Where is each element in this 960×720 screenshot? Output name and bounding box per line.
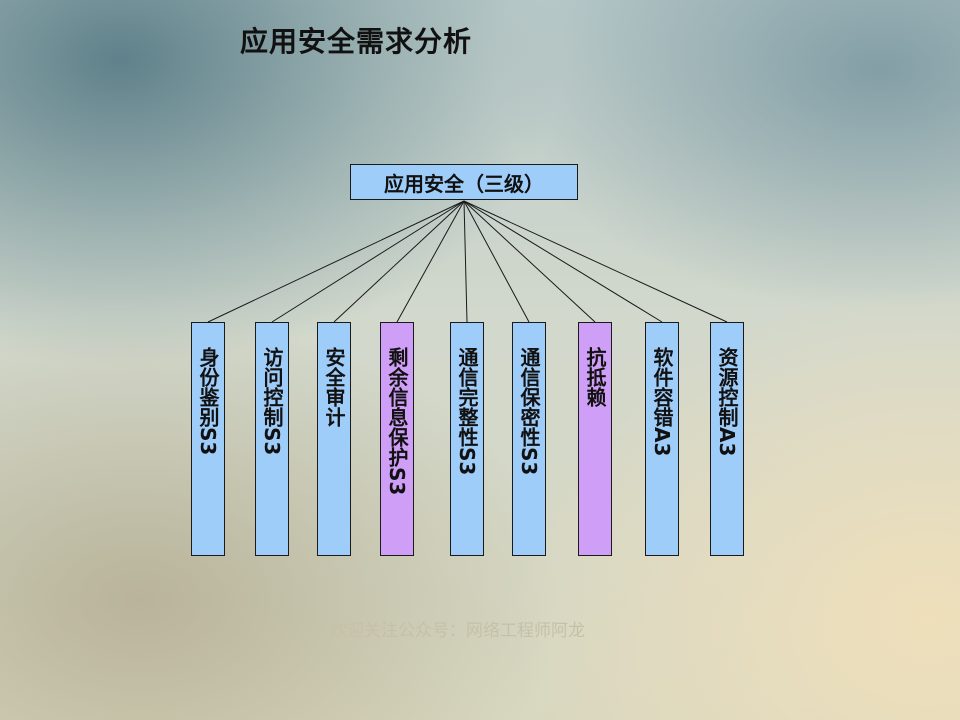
child-node-label: 资源控制A3 <box>715 347 739 457</box>
root-node-label: 应用安全（三级） <box>384 171 544 196</box>
child-node-residual-info-protection: 剩余信息保护S3 <box>380 322 414 556</box>
child-node-access-control: 访问控制S3 <box>255 322 289 556</box>
watermark-text: 欢迎关注公众号：网络工程师阿龙 <box>330 621 585 641</box>
child-node-security-audit: 安全审计 <box>317 322 351 556</box>
child-node-resource-control: 资源控制A3 <box>710 322 744 556</box>
child-node-communication-integrity: 通信完整性S3 <box>450 322 484 556</box>
connector-line <box>463 200 530 323</box>
connector-line <box>463 200 663 323</box>
child-node-label: 通信保密性S3 <box>517 347 541 476</box>
connector-line <box>463 200 596 323</box>
connector-line <box>333 200 465 323</box>
child-node-identity-authentication: 身份鉴别S3 <box>191 322 225 556</box>
root-node: 应用安全（三级） <box>350 164 578 200</box>
child-node-label: 访问控制S3 <box>260 347 284 456</box>
child-node-label: 身份鉴别S3 <box>196 347 220 456</box>
child-node-fault-tolerance: 软件容错A3 <box>645 322 679 556</box>
connector-line <box>207 200 465 323</box>
child-node-non-repudiation: 抗抵赖 <box>578 322 612 556</box>
connector-line <box>463 200 728 323</box>
child-node-label: 软件容错A3 <box>650 347 674 457</box>
child-node-label: 剩余信息保护S3 <box>385 347 409 496</box>
child-node-communication-confidentiality: 通信保密性S3 <box>512 322 546 556</box>
child-node-label: 抗抵赖 <box>583 347 607 407</box>
slide-title: 应用安全需求分析 <box>240 25 473 58</box>
connector-line <box>396 200 465 323</box>
child-node-label: 通信完整性S3 <box>455 347 479 476</box>
connector-line <box>271 200 465 323</box>
connector-line <box>463 200 468 323</box>
child-node-label: 安全审计 <box>322 347 346 427</box>
